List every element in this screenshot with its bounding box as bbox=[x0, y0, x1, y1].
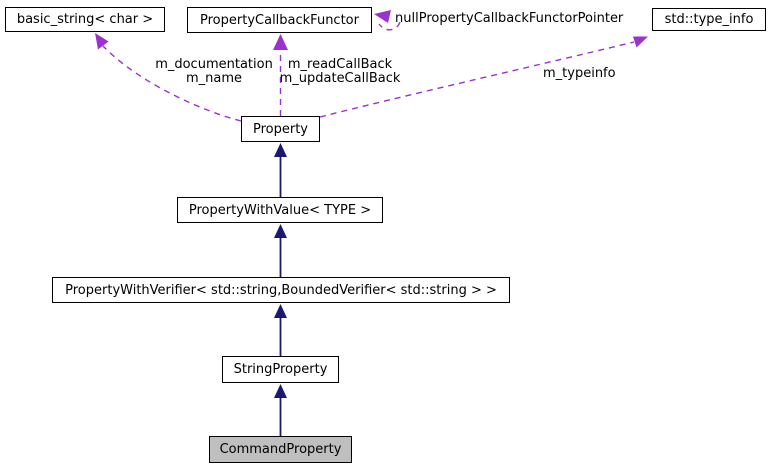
node-std-type-info[interactable]: std::type_info bbox=[652, 8, 766, 31]
node-command-property: CommandProperty bbox=[209, 436, 352, 463]
node-property[interactable]: Property bbox=[241, 116, 320, 142]
label-m-documentation: m_documentation bbox=[155, 57, 273, 72]
edge-label-documentation-name: m_documentation m_name bbox=[150, 58, 278, 86]
edge-property-to-callbackfunctor-arrowhead bbox=[273, 34, 288, 50]
node-property-callback-functor[interactable]: PropertyCallbackFunctor bbox=[187, 7, 372, 33]
edge-property-to-typeinfo bbox=[319, 41, 635, 118]
node-basic-string[interactable]: basic_string< char > bbox=[5, 7, 165, 32]
label-m-read-callback: m_readCallBack bbox=[287, 57, 393, 72]
edge-label-callbacks: m_readCallBack m_updateCallBack bbox=[279, 58, 401, 86]
edge-callbackfunctor-self-loop-arrowhead bbox=[374, 10, 391, 23]
label-m-name: m_name bbox=[185, 71, 243, 86]
edge-property-to-basicstring-arrowhead bbox=[95, 33, 109, 50]
label-m-update-callback: m_updateCallBack bbox=[279, 71, 401, 86]
edge-stringproperty-to-propertywithverifier-arrowhead bbox=[274, 304, 287, 318]
edge-label-null-property-callback-functor-pointer: nullPropertyCallbackFunctorPointer bbox=[395, 11, 624, 26]
edge-callbackfunctor-self-loop bbox=[378, 21, 401, 31]
edge-propertywithverifier-to-propertywithvalue-arrowhead bbox=[274, 224, 287, 238]
edge-commandproperty-to-stringproperty-arrowhead bbox=[274, 384, 287, 398]
node-property-with-value[interactable]: PropertyWithValue< TYPE > bbox=[177, 197, 383, 223]
usage-arrows bbox=[95, 10, 648, 122]
node-string-property[interactable]: StringProperty bbox=[222, 356, 339, 383]
edge-label-m-typeinfo: m_typeinfo bbox=[543, 66, 616, 81]
node-property-with-verifier[interactable]: PropertyWithVerifier< std::string,Bounde… bbox=[52, 277, 510, 303]
edge-property-to-typeinfo-arrowhead bbox=[633, 36, 648, 48]
inheritance-arrows bbox=[274, 143, 287, 436]
edge-property-to-basicstring bbox=[102, 45, 242, 122]
edge-propertywithvalue-to-property-arrowhead bbox=[274, 143, 287, 157]
